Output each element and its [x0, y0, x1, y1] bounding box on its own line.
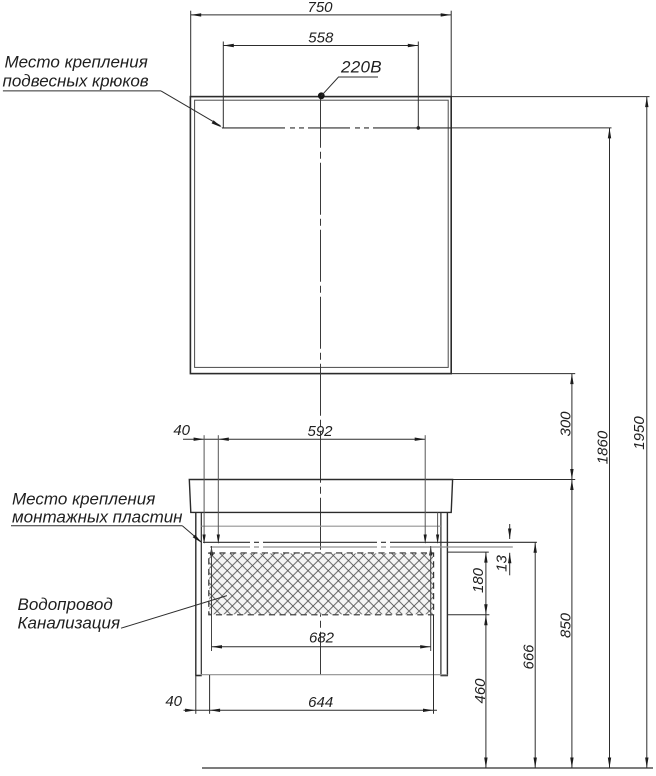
svg-text:13: 13: [494, 555, 511, 572]
svg-text:750: 750: [307, 0, 333, 16]
svg-text:220В: 220В: [340, 58, 382, 77]
svg-text:180: 180: [470, 567, 487, 593]
svg-text:Водопровод: Водопровод: [18, 595, 113, 614]
svg-text:850: 850: [558, 612, 575, 638]
svg-text:Канализация: Канализация: [18, 613, 121, 632]
svg-text:644: 644: [308, 694, 333, 711]
svg-text:Место крепления: Место крепления: [5, 53, 148, 72]
svg-text:666: 666: [521, 644, 538, 670]
svg-text:1950: 1950: [631, 416, 648, 450]
svg-text:Место крепления: Место крепления: [12, 489, 155, 508]
svg-text:682: 682: [309, 630, 335, 647]
svg-text:592: 592: [307, 423, 333, 440]
svg-text:40: 40: [165, 693, 182, 710]
svg-text:558: 558: [308, 30, 334, 47]
svg-text:300: 300: [557, 411, 574, 437]
svg-text:460: 460: [472, 678, 489, 704]
svg-text:подвесных крюков: подвесных крюков: [3, 72, 149, 91]
svg-text:монтажных пластин: монтажных пластин: [12, 507, 183, 526]
svg-text:40: 40: [173, 422, 190, 439]
svg-text:1860: 1860: [594, 430, 611, 464]
